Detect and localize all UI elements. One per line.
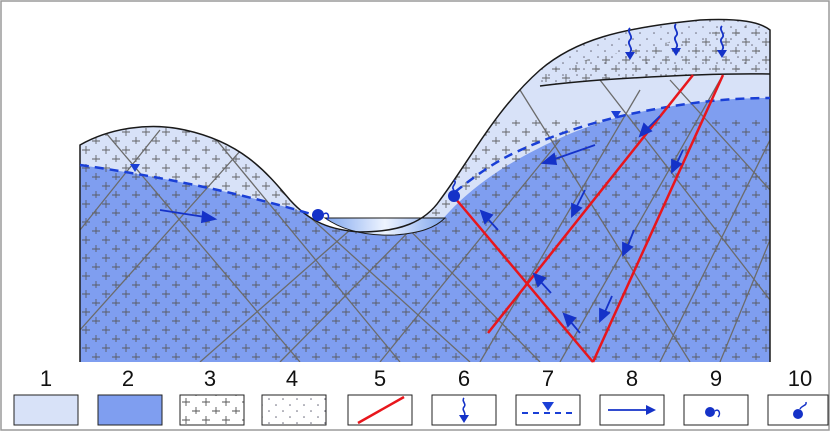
legend-flow-arrow-icon (599, 394, 665, 426)
legend-fault-icon (347, 394, 413, 426)
legend-rising-spring-icon (767, 394, 829, 426)
legend-number-8: 8 (626, 366, 638, 391)
legend-number-10: 10 (788, 366, 812, 391)
legend-sand-icon (261, 394, 327, 426)
spring-valley (312, 209, 330, 221)
legend-blue-icon (97, 394, 163, 426)
legend-number-2: 2 (122, 366, 134, 391)
water-table-marker (130, 164, 140, 172)
legend-spring-icon (683, 394, 749, 426)
infiltration-arrows (627, 23, 725, 53)
legend-granite-icon (179, 394, 245, 426)
legend-number-3: 3 (204, 366, 216, 391)
legend-number-1: 1 (40, 366, 52, 391)
legend-number-9: 9 (710, 366, 722, 391)
legend: 1 2 3 4 5 6 7 8 9 10 (13, 366, 829, 426)
legend-water-table-icon (515, 394, 581, 426)
water-table-marker (611, 111, 621, 119)
spring-slope (448, 179, 460, 202)
fractures (80, 79, 770, 363)
legend-number-4: 4 (286, 366, 298, 391)
ground-surface (79, 18, 771, 362)
legend-number-5: 5 (374, 366, 386, 391)
cross-section (79, 18, 771, 363)
water-table (79, 163, 319, 218)
legend-infiltration-icon (431, 394, 497, 426)
legend-number-7: 7 (542, 366, 554, 391)
flow-arrows (159, 115, 684, 334)
legend-number-6: 6 (458, 366, 470, 391)
legend-light-blue-icon (13, 394, 79, 426)
